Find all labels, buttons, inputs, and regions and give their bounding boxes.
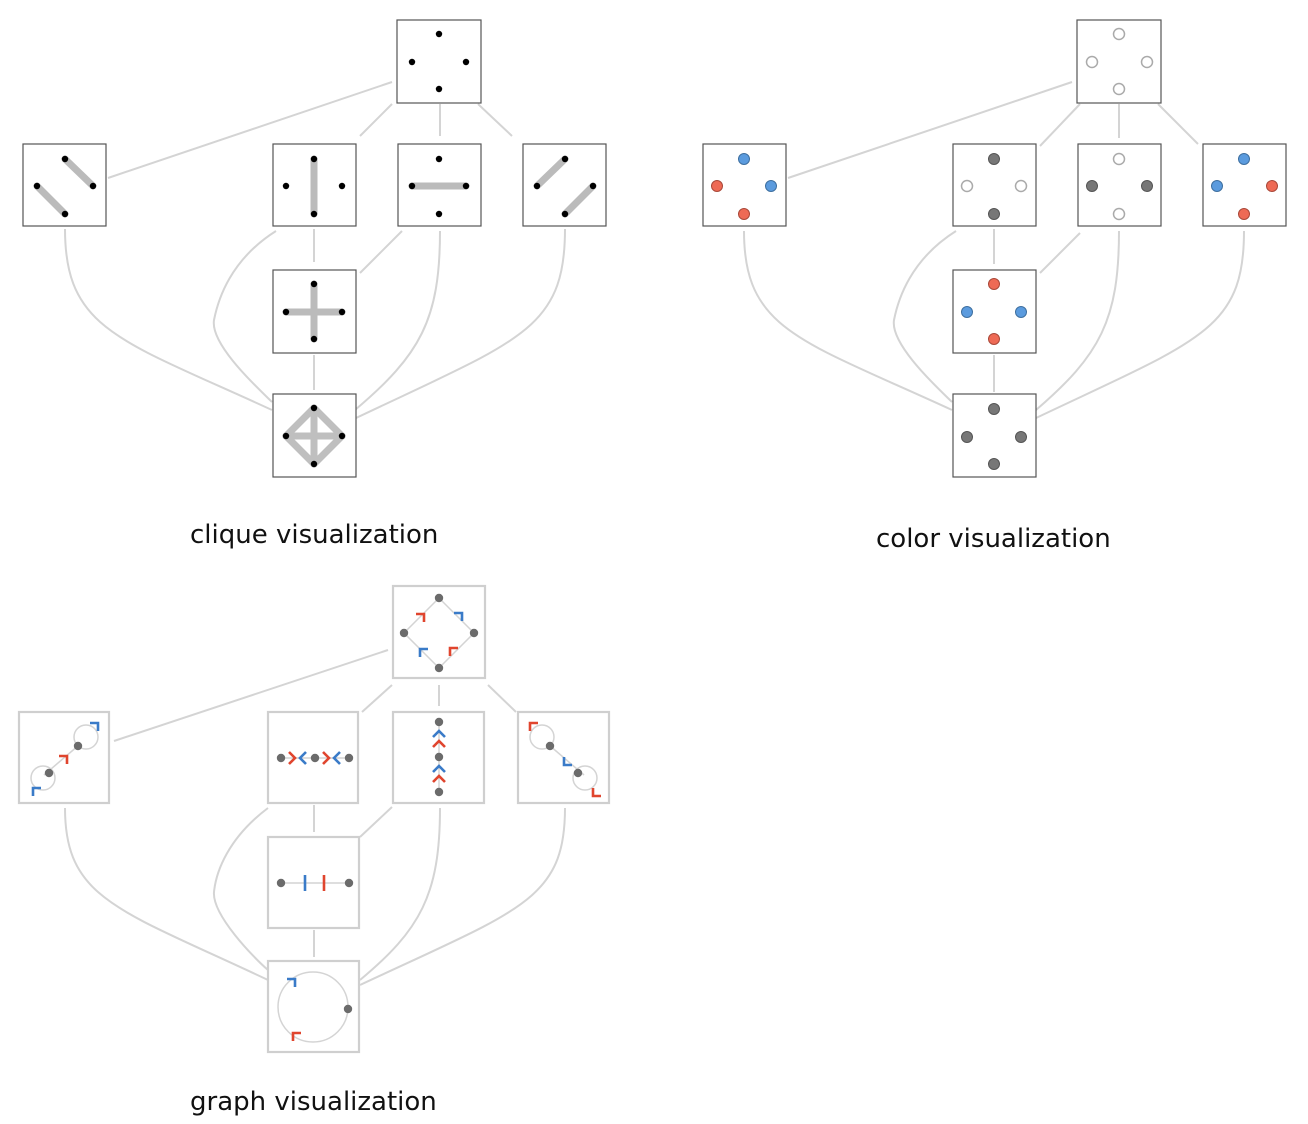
color-node-top [1076,19,1162,104]
graph-node-1 [17,710,111,805]
color-node-4 [1202,143,1287,227]
graph-edges [64,649,566,986]
color-node-1 [702,143,787,227]
color-diagram: color visualization [702,19,1287,554]
clique-node-diagonals [22,143,107,227]
color-edges [743,81,1245,419]
color-node-2 [952,143,1037,227]
graph-node-bottom [266,959,361,1054]
graph-node-2 [266,710,360,805]
color-node-3 [1077,143,1162,227]
color-node-5 [952,269,1037,354]
clique-node-complete [272,393,357,478]
clique-caption: clique visualization [190,520,438,550]
graph-node-4 [516,710,611,805]
graph-caption: graph visualization [190,1087,437,1117]
color-caption: color visualization [876,524,1111,554]
clique-node-cross [272,269,357,354]
clique-node-top [396,19,482,104]
graph-diagram: graph visualization [17,584,611,1117]
graph-node-top [391,584,487,680]
graph-node-5 [266,835,361,930]
graph-node-3 [391,710,486,805]
clique-edges [64,81,566,419]
clique-node-horizontal [397,143,482,227]
color-node-bottom [952,393,1037,478]
clique-node-vertical [272,143,357,227]
clique-node-antidiagonals [522,143,607,227]
clique-diagram: clique visualization [22,19,607,550]
